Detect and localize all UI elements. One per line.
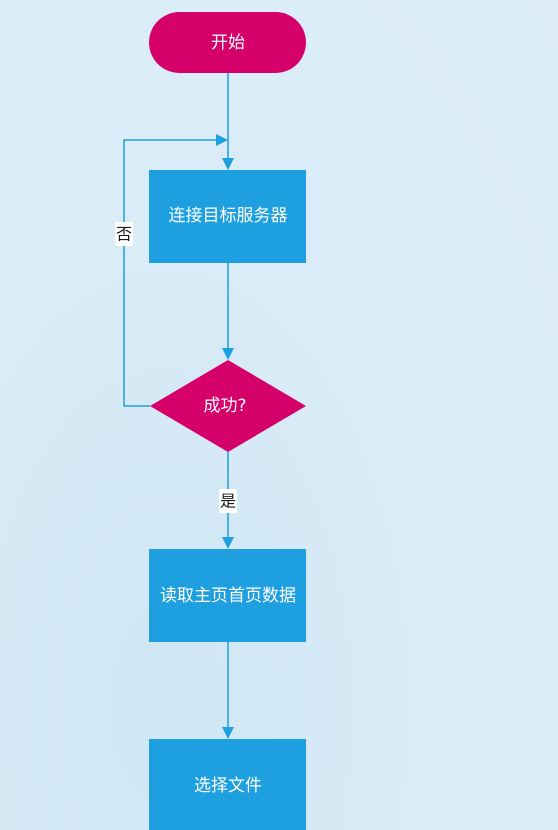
yes-label-bg: [219, 489, 237, 513]
connect-process-shape: [149, 170, 306, 263]
select-label: 选择文件: [194, 776, 262, 796]
decision-label: 成功?: [203, 396, 246, 416]
node-connect: 连接目标服务器: [149, 170, 306, 263]
start-label: 开始: [211, 33, 245, 53]
no-label-bg: [115, 222, 133, 246]
start-terminal-shape: [149, 12, 306, 73]
connectors: [123, 73, 234, 739]
node-select: 选择文件: [149, 739, 306, 830]
node-read: 读取主页首页数据: [149, 549, 306, 642]
read-process-shape: [149, 549, 306, 642]
edge-decision-no-loop: [123, 134, 228, 407]
node-decision: 成功?: [150, 360, 306, 452]
read-label: 读取主页首页数据: [160, 586, 296, 606]
yes-label: 是: [220, 492, 236, 511]
select-process-shape: [149, 739, 306, 830]
edge-label-yes: 是: [219, 489, 237, 513]
node-start: 开始: [149, 12, 306, 73]
no-label: 否: [116, 225, 132, 244]
decision-diamond-shape: [150, 360, 306, 452]
connect-label: 连接目标服务器: [169, 206, 288, 226]
edge-label-no: 否: [115, 222, 133, 246]
